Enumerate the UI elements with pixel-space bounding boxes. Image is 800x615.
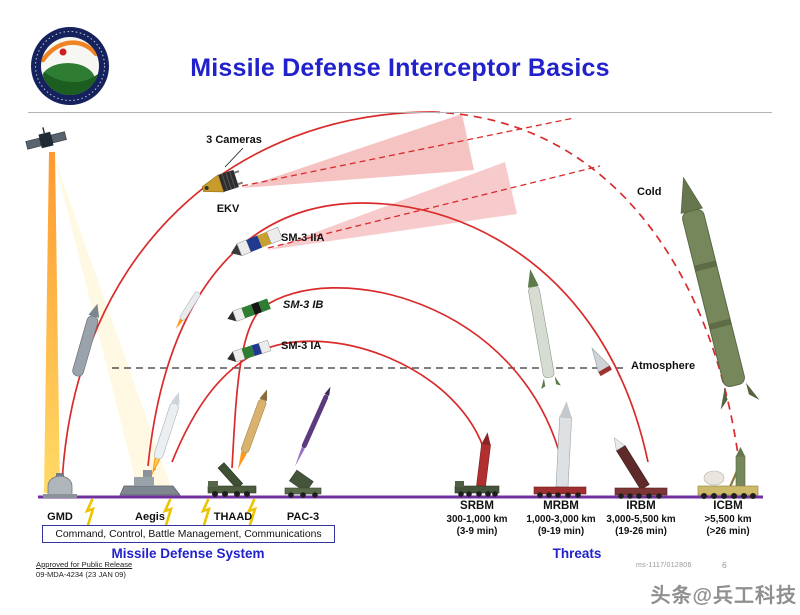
cameras-label: 3 Cameras [206,134,262,146]
gmd-silo-icon [43,473,77,498]
threat-column-irbm: IRBM 3,000-5,500 km (19-26 min) [606,500,675,537]
section-title-defense: Missile Defense System [111,546,265,561]
page-title: Missile Defense Interceptor Basics [190,54,610,82]
threat-range: >5,500 km [704,513,752,525]
section-title-threats: Threats [552,546,602,561]
mrbm-launcher-icon [533,401,587,498]
approval-notice: Approved for Public Release 09-MDA-4234 … [36,560,132,581]
command-box: Command, Control, Battle Management, Com… [42,525,335,543]
thaad-missile [237,389,268,470]
system-label-aegis: Aegis [135,511,165,523]
irbm-warhead [591,347,612,377]
arc-gmd-icbm-dashed [431,111,741,471]
intercept-zone-beams [241,114,601,250]
atmosphere-label: Atmosphere [628,360,699,372]
sm3-in-flight [175,291,201,329]
sm3-iia-label: SM-3 IIA [281,232,325,244]
system-label-gmd: GMD [47,511,73,523]
threat-column-srbm: SRBM 300-1,000 km (3-9 min) [446,500,507,537]
threat-label: MRBM [543,500,579,512]
system-label-pac3: PAC-3 [286,511,320,523]
ekv-label: EKV [216,203,240,215]
pac3-missile [295,386,331,467]
sm3-iia-graphic [230,226,283,257]
sm3-ib-label: SM-3 IB [283,299,324,311]
sensor-beam [44,152,172,493]
cameras-pointer-line [224,147,244,168]
threat-range: 3,000-5,500 km [606,513,676,525]
thaad-launcher-icon [207,462,257,497]
gmd-interceptor [72,303,100,377]
doc-reference: ms-1117/012806 [636,562,692,569]
satellite-icon [25,127,67,150]
threat-label: SRBM [460,500,494,512]
icbm-missile [680,176,760,410]
cold-label: Cold [637,186,662,198]
mda-logo [31,27,109,105]
page-number: 6 [722,560,727,570]
threat-column-mrbm: MRBM 1,000-3,000 km (9-19 min) [526,500,595,537]
irbm-launcher-icon [613,437,668,499]
threat-time: (>26 min) [706,525,750,537]
arc-thaad-mrbm [231,287,563,469]
arc-srbm [171,340,487,463]
threat-time: (9-19 min) [537,525,585,537]
sm3-ib-graphic [227,298,271,322]
command-box-text: Command, Control, Battle Management, Com… [55,528,322,540]
sm3-ia-graphic [227,339,272,363]
approval-line1: Approved for Public Release [36,560,133,569]
threat-range: 1,000-3,000 km [526,513,596,525]
comms-lightning-icons [84,498,257,527]
watermark: 头条@兵工科技 [650,585,797,607]
mrbm-missile [527,269,561,389]
threat-range: 300-1,000 km [446,513,508,525]
arc-gmd-icbm [61,111,433,484]
header-divider [28,112,772,113]
icbm-launcher-icon [697,447,759,499]
threat-column-icbm: ICBM >5,500 km (>26 min) [704,500,751,537]
ekv-graphic [201,169,244,193]
srbm-launcher-icon [454,432,500,497]
system-label-thaad: THAAD [213,511,253,523]
threat-time: (3-9 min) [456,525,498,537]
aegis-missile [151,392,180,476]
pac3-launcher-icon [284,469,322,498]
arc-aegis-irbm [147,202,649,467]
threat-time: (19-26 min) [615,525,667,537]
threat-label: IRBM [626,500,656,512]
sm3-ia-label: SM-3 IA [281,340,322,352]
approval-line2: 09-MDA-4234 (23 JAN 09) [36,570,126,580]
threat-label: ICBM [713,500,743,512]
